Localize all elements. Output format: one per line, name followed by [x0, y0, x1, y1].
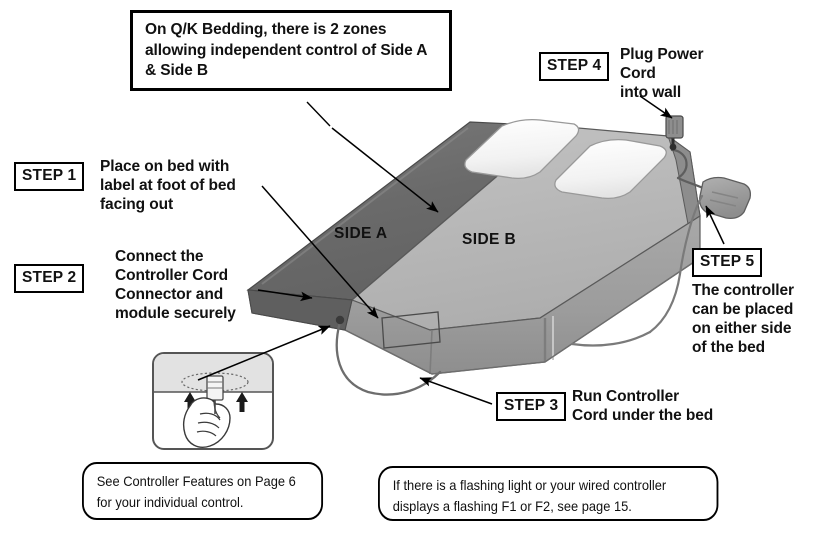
step-1-text: Place on bed with label at foot of bed f…	[100, 158, 236, 213]
zones-callout: On Q/K Bedding, there is 2 zones allowin…	[130, 10, 452, 91]
note-controller-features-text: See Controller Features on Page 6 for yo…	[96, 473, 296, 510]
pillow-right	[554, 138, 667, 200]
side-b-text: SIDE B	[462, 231, 516, 248]
step-3-badge[interactable]: STEP 3	[496, 392, 567, 421]
note-flashing-light: If there is a flashing light or your wir…	[378, 466, 719, 521]
controller-device	[698, 176, 752, 220]
bed-label-tag	[381, 311, 441, 349]
controller-cord-right	[570, 194, 704, 347]
step-5-badge[interactable]: STEP 5	[692, 248, 763, 277]
step-5-text: The controller can be placed on either s…	[692, 282, 794, 356]
pillow-left	[464, 118, 580, 180]
step-2-text: Connect the Controller Cord Connector an…	[115, 248, 236, 322]
zones-callout-text: On Q/K Bedding, there is 2 zones allowin…	[145, 21, 427, 80]
wall-outlet-icon	[665, 115, 684, 139]
step-2-badge[interactable]: STEP 2	[14, 264, 85, 293]
push-up-arrow-right	[236, 392, 248, 412]
note-flashing-light-text: If there is a flashing light or your wir…	[392, 477, 667, 514]
step-3-text: Run Controller Cord under the bed	[572, 388, 714, 424]
side-a-text: SIDE A	[334, 225, 388, 242]
step-1-badge[interactable]: STEP 1	[14, 162, 85, 191]
step-4-badge[interactable]: STEP 4	[539, 52, 610, 81]
connector-inset-illustration	[154, 354, 272, 448]
note-controller-features: See Controller Features on Page 6 for yo…	[82, 462, 324, 520]
push-up-arrow-left	[184, 392, 196, 412]
step-4-text: Plug Power Cord into wall	[620, 46, 704, 101]
connector-inset-panel	[152, 352, 274, 450]
